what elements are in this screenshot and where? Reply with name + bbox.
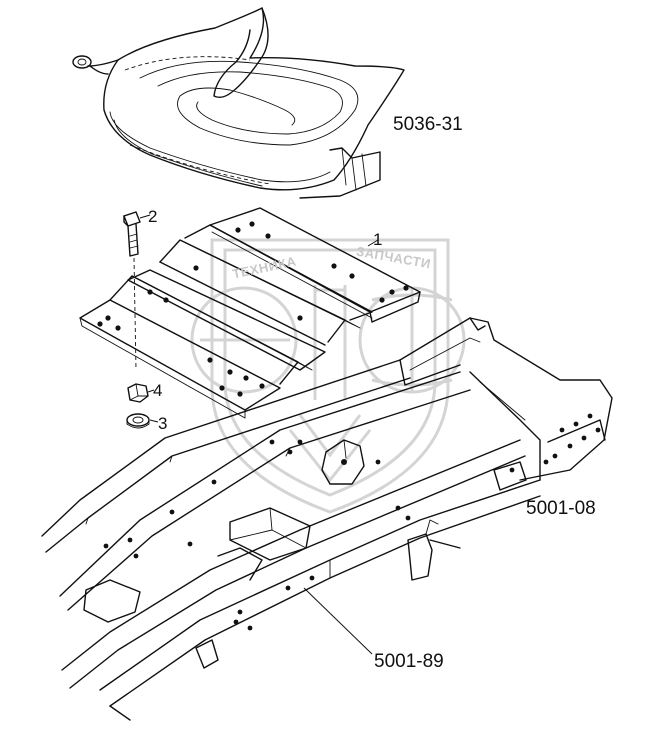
watermark-logo: [190, 238, 466, 514]
bolt: [123, 211, 151, 371]
callout-item-3: 3: [158, 414, 168, 433]
nut-and-washer: [126, 383, 159, 429]
callout-fifth-wheel: 5036-31: [393, 114, 463, 135]
chassis-frame: [41, 317, 613, 721]
callout-item-2: 2: [148, 207, 158, 226]
callout-frame: 5001-08: [526, 498, 596, 519]
callout-item-4: 4: [153, 381, 163, 400]
callout-item-1: 1: [373, 230, 383, 249]
callout-frame-rail: 5001-89: [374, 651, 444, 672]
fifth-wheel-coupling: [72, 7, 405, 199]
